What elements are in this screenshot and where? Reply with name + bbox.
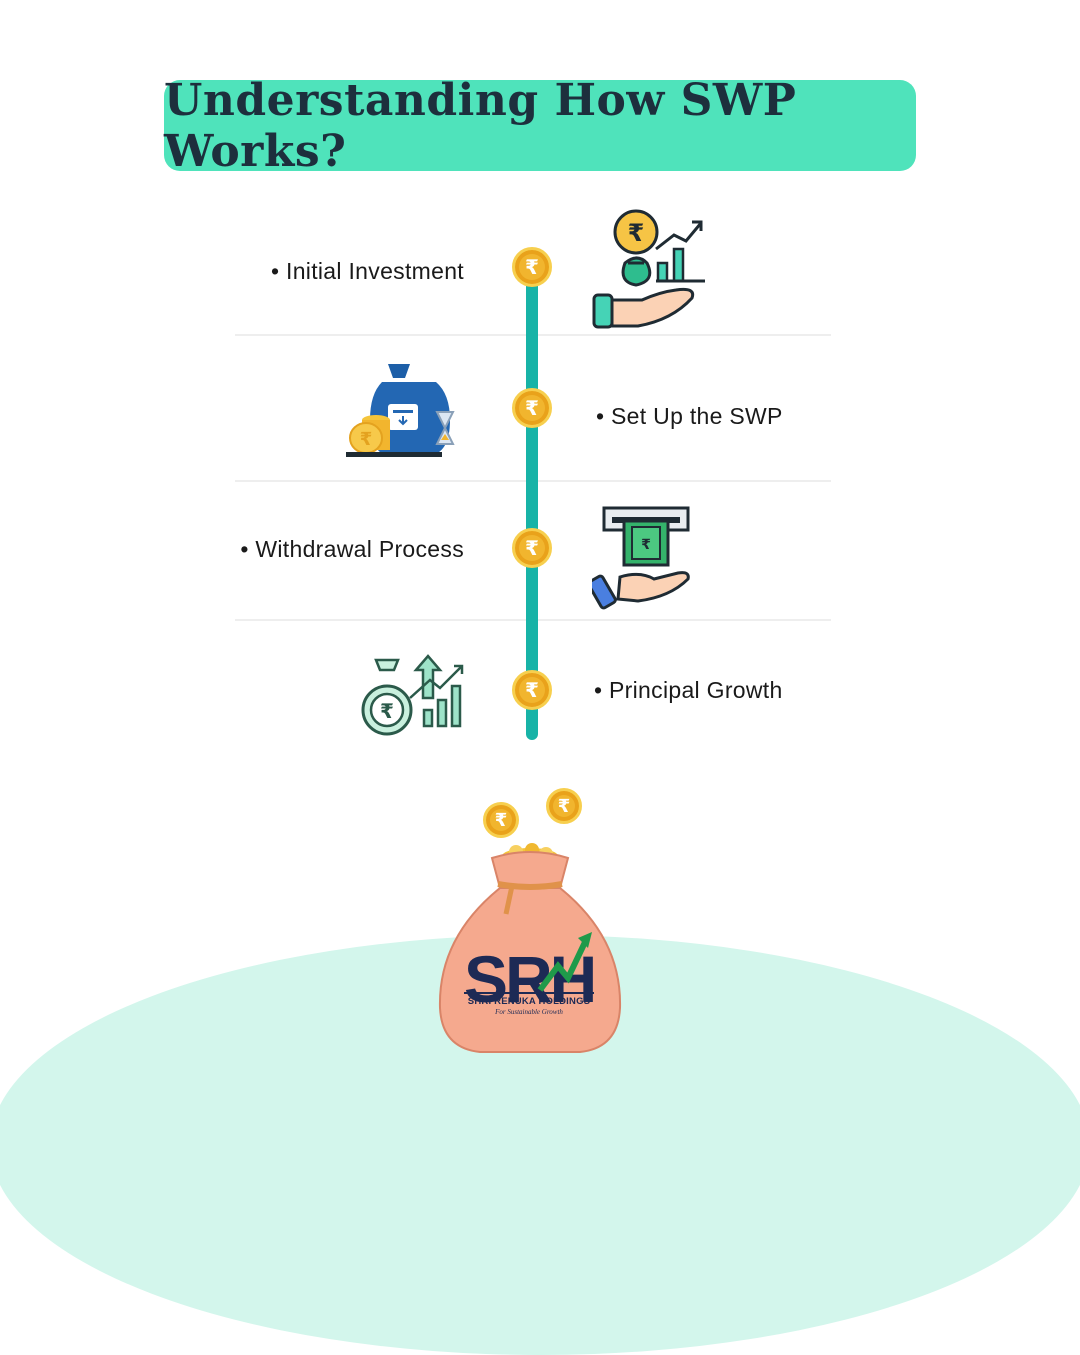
falling-coin-icon: ₹ (483, 802, 519, 838)
brand-tagline: For Sustainable Growth (495, 1008, 563, 1016)
timeline-line (526, 268, 538, 740)
timeline-coin-icon: ₹ (512, 528, 552, 568)
investment-hand-icon: ₹ (592, 209, 705, 329)
brand-money-bag: SRH SHRI RENUKA HOLDINGS For Sustainable… (420, 780, 660, 1060)
brand-name: SHRI RENUKA HOLDINGS (464, 992, 594, 1007)
timeline-coin-icon: ₹ (512, 247, 552, 287)
falling-coin-icon: ₹ (546, 788, 582, 824)
step-label-withdrawal-process: • Withdrawal Process (240, 536, 464, 562)
money-bag-icon (438, 843, 622, 1053)
logo-text: SRH (464, 942, 594, 1016)
growth-chart-money-bag-icon: ₹ (361, 654, 464, 736)
svg-text:₹: ₹ (628, 219, 645, 247)
step-label-initial-investment: • Initial Investment (270, 258, 464, 284)
money-bag-hourglass-icon: ₹ (346, 364, 455, 457)
title-banner: Understanding How SWP Works? (164, 75, 916, 177)
svg-text:₹: ₹ (360, 429, 373, 450)
step-label-set-up-swp: • Set Up the SWP (596, 403, 783, 429)
svg-text:₹: ₹ (380, 699, 394, 723)
svg-text:₹: ₹ (641, 537, 651, 553)
timeline-coin-icon: ₹ (512, 670, 552, 710)
atm-cash-withdrawal-icon: ₹ (592, 506, 690, 610)
timeline-coin-icon: ₹ (512, 388, 552, 428)
step-label-principal-growth: • Principal Growth (594, 677, 783, 703)
srh-logo: SRH (464, 932, 597, 1016)
page-title: Understanding How SWP Works? (164, 74, 797, 177)
